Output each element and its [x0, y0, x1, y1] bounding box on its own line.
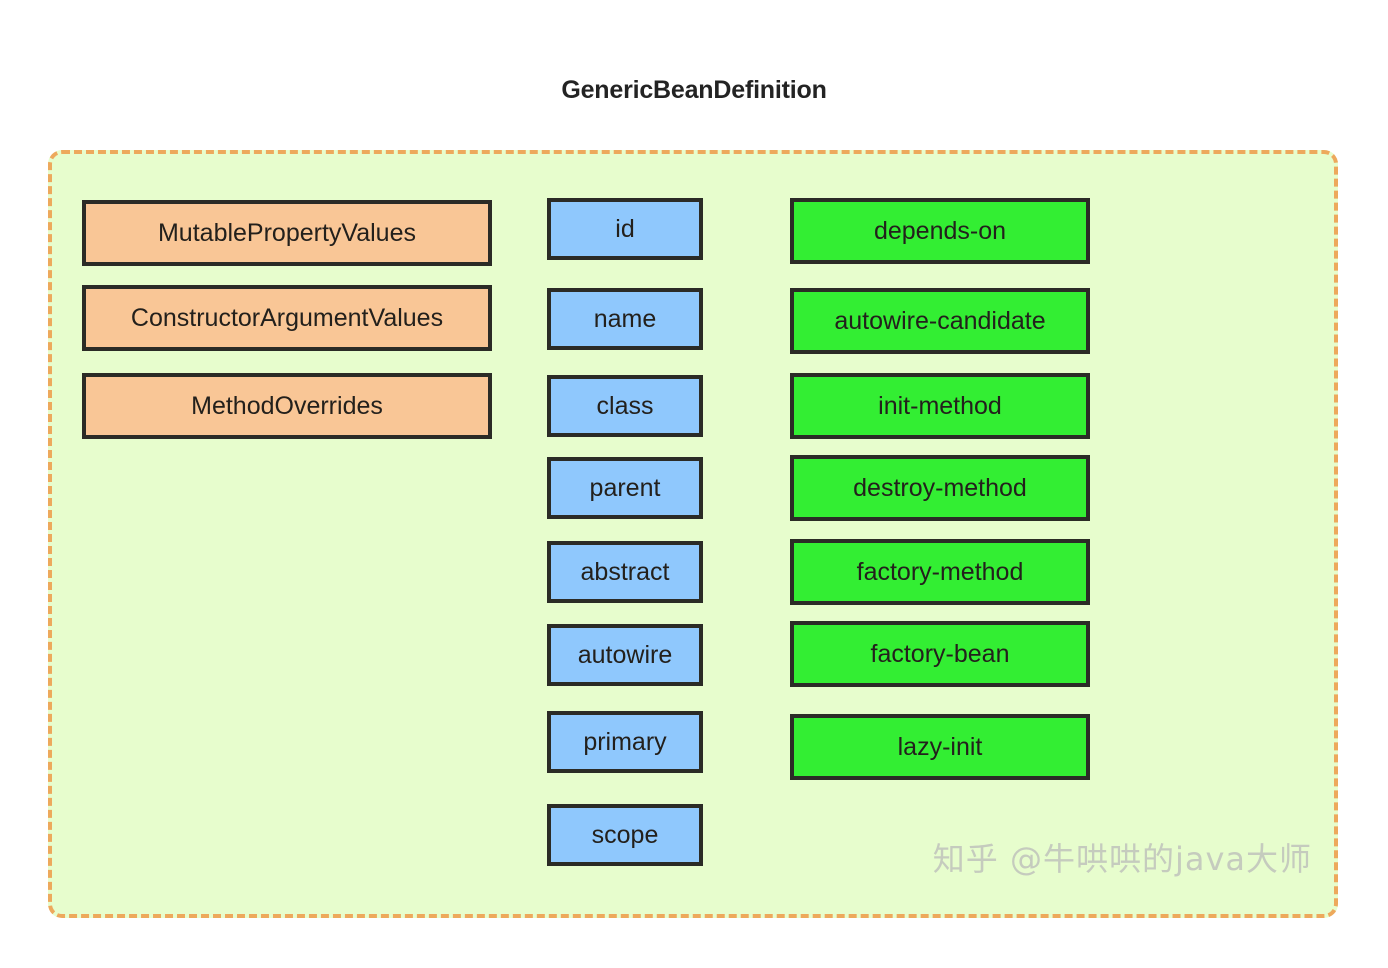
lifecycle-box[interactable]: destroy-method	[790, 455, 1090, 521]
page-title: GenericBeanDefinition	[561, 76, 827, 104]
attribute-box[interactable]: abstract	[547, 541, 703, 603]
lifecycle-box[interactable]: lazy-init	[790, 714, 1090, 780]
holder-box[interactable]: MethodOverrides	[82, 373, 492, 439]
attribute-box[interactable]: primary	[547, 711, 703, 773]
lifecycle-box[interactable]: init-method	[790, 373, 1090, 439]
attribute-box[interactable]: class	[547, 375, 703, 437]
lifecycle-box[interactable]: factory-method	[790, 539, 1090, 605]
attribute-box[interactable]: parent	[547, 457, 703, 519]
attribute-box[interactable]: id	[547, 198, 703, 260]
holder-box[interactable]: ConstructorArgumentValues	[82, 285, 492, 351]
attribute-box[interactable]: name	[547, 288, 703, 350]
holder-box[interactable]: MutablePropertyValues	[82, 200, 492, 266]
attribute-box[interactable]: autowire	[547, 624, 703, 686]
lifecycle-box[interactable]: depends-on	[790, 198, 1090, 264]
watermark: 知乎 @牛哄哄的java大师	[932, 840, 1312, 878]
attribute-box[interactable]: scope	[547, 804, 703, 866]
lifecycle-box[interactable]: autowire-candidate	[790, 288, 1090, 354]
lifecycle-box[interactable]: factory-bean	[790, 621, 1090, 687]
